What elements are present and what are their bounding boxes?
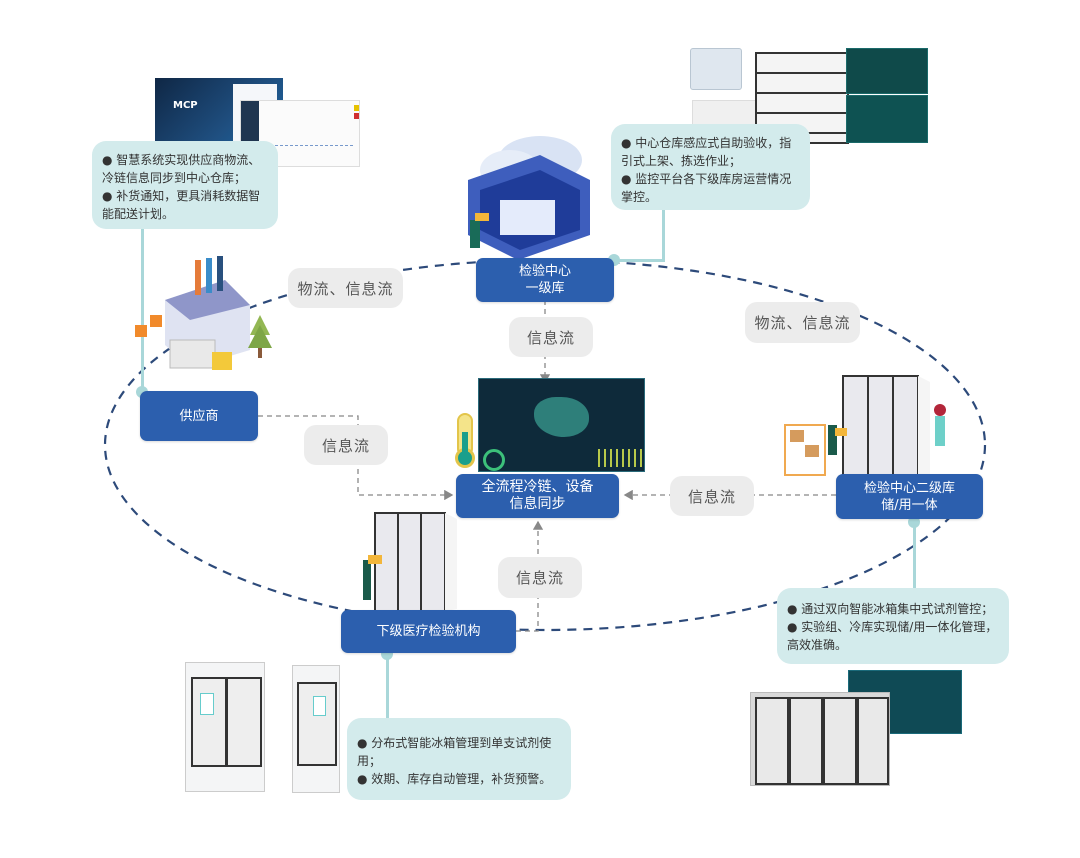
- note-supplier: ● 智慧系统实现供应商物流、冷链信息同步到中心仓库； ● 补货通知，更具消耗数据…: [92, 141, 278, 229]
- connector-central-note-h: [612, 259, 664, 262]
- flow-label-central-secondary-text: 物流、信息流: [754, 314, 851, 332]
- connector-secondary-note: [913, 520, 916, 590]
- smart-fridge-double-photo: [185, 662, 265, 792]
- note-lower-line-2: ● 效期、库存自动管理，补货预警。: [357, 772, 552, 786]
- flow-label-supplier-hub-text: 信息流: [321, 436, 370, 455]
- note-central-warehouse: ● 中心仓库感应式自助验收，指引式上架、拣选作业； ● 监控平台各下级库房运营情…: [611, 124, 810, 210]
- node-secondary-line-1: 检验中心二级库: [863, 480, 955, 496]
- node-central-warehouse[interactable]: 检验中心 一级库: [476, 258, 614, 302]
- flow-label-central-hub: 信息流: [509, 317, 593, 357]
- sync-dashboard-screen: [478, 378, 645, 472]
- node-supplier-label: 供应商: [179, 408, 219, 424]
- supplier-factory-illustration: [135, 256, 272, 370]
- node-central-line-2: 一级库: [525, 281, 565, 296]
- thermometer-icon: [455, 413, 475, 468]
- note-supplier-line-2: ● 补货通知，更具消耗数据智能配送计划。: [102, 189, 261, 221]
- flow-label-central-secondary: 物流、信息流: [745, 302, 860, 343]
- flow-label-supplier-central-text: 物流、信息流: [297, 279, 394, 298]
- fridge-bank-photo: [750, 692, 890, 786]
- node-hub-line-2: 信息同步: [509, 496, 566, 512]
- note-central-line-2: ● 监控平台各下级库房运营情况掌控。: [621, 172, 792, 204]
- connector-dot-secondary: [908, 516, 920, 528]
- node-secondary-warehouse[interactable]: 检验中心二级库 储/用一体: [836, 474, 983, 519]
- monitoring-screen-top: [846, 48, 928, 94]
- note-secondary-line-1: ● 通过双向智能冰箱集中式试剂管控；: [787, 602, 994, 616]
- cloud-warehouse-illustration: [468, 136, 590, 260]
- auto-receiving-box-photo: [690, 48, 742, 90]
- note-supplier-line-1: ● 智慧系统实现供应商物流、冷链信息同步到中心仓库；: [102, 153, 261, 185]
- note-central-line-1: ● 中心仓库感应式自助验收，指引式上架、拣选作业；: [621, 136, 792, 168]
- logistics-ring: [103, 258, 987, 632]
- note-secondary-line-2: ● 实验组、冷库实现储/用一体化管理，高效准确。: [787, 620, 998, 652]
- node-central-line-1: 检验中心: [518, 264, 571, 279]
- monitoring-screen-bottom: [846, 95, 928, 143]
- connector-lower-note: [386, 652, 389, 720]
- flow-label-supplier-hub: 信息流: [304, 425, 388, 465]
- flow-label-supplier-central: 物流、信息流: [288, 268, 403, 308]
- mcp-logo: MCP: [173, 100, 198, 111]
- flow-label-lower-hub-text: 信息流: [515, 569, 564, 587]
- secondary-fridge-illustration: [784, 375, 946, 477]
- flow-label-lower-hub: 信息流: [498, 557, 582, 598]
- node-supplier[interactable]: 供应商: [140, 391, 258, 441]
- node-lower-label: 下级医疗检验机构: [376, 624, 481, 639]
- note-lower-line-1: ● 分布式智能冰箱管理到单支试剂使用；: [357, 736, 552, 768]
- connector-central-note: [662, 210, 665, 262]
- flow-label-secondary-hub-text: 信息流: [687, 487, 736, 506]
- node-sync-hub[interactable]: 全流程冷链、设备 信息同步: [456, 474, 619, 518]
- flow-label-central-hub-text: 信息流: [526, 328, 575, 347]
- lower-fridge-illustration: [363, 512, 457, 612]
- connector-supplier-note: [141, 228, 144, 391]
- flow-label-secondary-hub: 信息流: [670, 476, 754, 516]
- smart-fridge-single-photo: [292, 665, 340, 793]
- node-lower-institution[interactable]: 下级医疗检验机构: [341, 610, 516, 653]
- note-secondary-warehouse: ● 通过双向智能冰箱集中式试剂管控； ● 实验组、冷库实现储/用一体化管理，高效…: [777, 588, 1009, 664]
- note-lower-institution: ● 分布式智能冰箱管理到单支试剂使用； ● 效期、库存自动管理，补货预警。: [347, 718, 571, 800]
- node-hub-line-1: 全流程冷链、设备: [481, 479, 594, 495]
- node-secondary-line-2: 储/用一体: [881, 497, 938, 513]
